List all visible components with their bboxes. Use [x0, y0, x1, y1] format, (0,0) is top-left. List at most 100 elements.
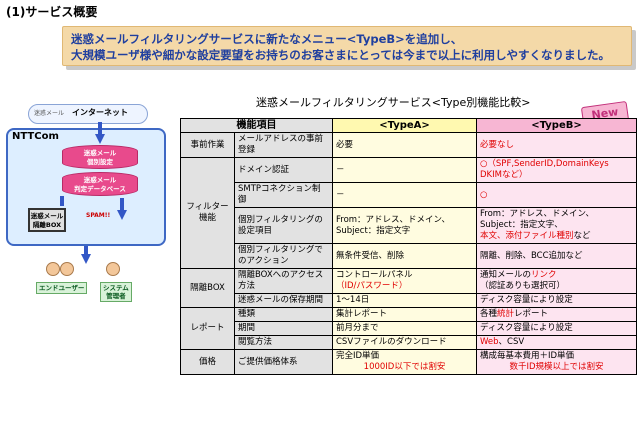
end-user-icon — [60, 262, 74, 276]
item-cell: メールアドレスの事前登録 — [234, 132, 333, 158]
type-a-cell: コントロールパネル （ID/パスワード） — [332, 268, 477, 294]
header-feature: 機能項目 — [180, 118, 333, 133]
table-row: フィルター機能 ドメイン認証 － ○（SPF,SenderID,DomainKe… — [180, 157, 637, 269]
arrow-down-icon — [117, 210, 127, 220]
table-row: 事前作業 メールアドレスの事前登録 必要 必要なし — [180, 132, 637, 158]
table-row: 期間 前月分まで ディスク容量により設定 — [181, 321, 637, 336]
cell-line: From：アドレス、ドメイン、 — [480, 209, 595, 219]
end-user-icon — [46, 262, 60, 276]
cell-line: ○（SPF,SenderID,DomainKeys — [480, 159, 609, 169]
item-cell: ドメイン認証 — [234, 157, 333, 183]
highlight-text: Web — [480, 337, 499, 347]
item-cell: 種類 — [234, 307, 333, 322]
item-cell: 個別フィルタリングの設定項目 — [234, 207, 333, 244]
type-b-cell: ○（SPF,SenderID,DomainKeys DKIMなど） — [476, 157, 637, 183]
highlight-text: 統計 — [497, 309, 515, 319]
section-title: (1)サービス概要 — [6, 5, 98, 19]
cell-line: 通知メールのリンク — [480, 270, 633, 281]
item-cell: ご提供価格体系 — [234, 349, 333, 375]
type-a-cell: 完全ID単価 1000ID以下では割安 — [332, 349, 477, 375]
item-cell: 個別フィルタリングでのアクション — [234, 243, 333, 269]
header-type-a: <TypeA> — [332, 118, 477, 133]
ntt-label: NTTCom — [12, 131, 59, 142]
table-row: レポート 種類 集計レポート 各種統計レポート — [180, 307, 637, 350]
category-filter: フィルター機能 — [180, 157, 235, 269]
type-b-cell: ディスク容量により設定 — [476, 321, 637, 336]
comparison-table: 機能項目 <TypeA> <TypeB> 事前作業 メールアドレスの事前登録 必… — [180, 118, 637, 375]
type-b-cell: Web、CSV — [476, 335, 637, 350]
cell-line: 構成毎基本費用＋ID単価 — [480, 351, 575, 361]
cylinder-label: 迷惑メール — [83, 176, 117, 184]
type-b-cell: 通知メールのリンク （認証ありも選択可） — [476, 268, 637, 294]
admin-label: システム 管理者 — [100, 282, 132, 302]
cell-text: レポート — [514, 309, 549, 319]
type-a-cell: 無条件受信、削除 — [332, 243, 477, 269]
judgement-db-cylinder: 迷惑メール 判定データベース — [62, 172, 138, 196]
type-b-cell: ○ — [476, 182, 637, 208]
isolation-box: 迷惑メール 隔離BOX — [28, 208, 66, 232]
table-row: 個別フィルタリングでのアクション 無条件受信、削除 隔離、削除、BCC追加など — [181, 243, 637, 269]
type-b-cell: ディスク容量により設定 — [476, 293, 637, 308]
cell-text: 通知メールの — [480, 270, 532, 280]
table-row: 迷惑メールの保存期間 1～14日 ディスク容量により設定 — [181, 293, 637, 308]
highlight-text: リンク — [531, 270, 557, 280]
arrow-shaft — [84, 246, 88, 256]
end-user-label: エンドユーザー — [36, 282, 88, 294]
table-title: 迷惑メールフィルタリングサービス<Type別機能比較> — [256, 96, 531, 109]
type-b-cell: 各種統計レポート — [476, 307, 637, 322]
type-a-cell: From：アドレス、ドメイン、Subject：指定文字 — [332, 207, 477, 244]
banner-line-1: 迷惑メールフィルタリングサービスに新たなメニュー<TypeB>を追加し、 — [71, 32, 463, 46]
table-row: SMTPコネクション制御 － ○ — [181, 182, 637, 208]
category-pre: 事前作業 — [180, 132, 235, 158]
table-header-row: 機能項目 <TypeA> <TypeB> — [180, 118, 637, 133]
banner-line-2: 大規模ユーザ様や細かな設定要望をお持ちのお客さまにとっては今まで以上に利用しやす… — [71, 48, 610, 62]
category-isolation: 隔離BOX — [180, 268, 235, 308]
cell-line: 本文、添付ファイル種別など — [480, 231, 633, 242]
table-row: 隔離BOX 隔離BOXへのアクセス方法 コントロールパネル （ID/パスワード）… — [180, 268, 637, 308]
item-cell: SMTPコネクション制御 — [234, 182, 333, 208]
internet-label: インターネット — [72, 108, 128, 117]
cell-line: DKIMなど） — [480, 170, 528, 180]
type-a-cell: CSVファイルのダウンロード — [332, 335, 477, 350]
table-row: 価格 ご提供価格体系 完全ID単価 1000ID以下では割安 構成毎基本費用＋I… — [180, 349, 637, 375]
isolation-box-label: 隔離BOX — [32, 221, 62, 229]
category-price: 価格 — [180, 349, 235, 375]
type-b-cell: From：アドレス、ドメイン、 Subject：指定文字、 本文、添付ファイル種… — [476, 207, 637, 244]
arrow-shaft — [98, 122, 102, 136]
cell-line: コントロールパネル — [336, 270, 413, 280]
type-a-cell: 1～14日 — [332, 293, 477, 308]
internet-cloud — [28, 104, 148, 124]
cell-line: 数千ID規模以上では割安 — [509, 362, 604, 372]
cell-text: 各種 — [480, 309, 498, 319]
category-report: レポート — [180, 307, 235, 350]
spam-label: SPAM!! — [86, 212, 111, 219]
table-row: 個別フィルタリングの設定項目 From：アドレス、ドメイン、Subject：指定… — [181, 207, 637, 244]
type-a-cell: － — [332, 157, 477, 183]
summary-banner: 迷惑メールフィルタリングサービスに新たなメニュー<TypeB>を追加し、 大規模… — [62, 26, 632, 66]
isolation-box-label: 迷惑メール — [30, 212, 64, 220]
item-cell: 迷惑メールの保存期間 — [234, 293, 333, 308]
cell-line: 1000ID以下では割安 — [363, 362, 446, 372]
cell-text: 、CSV — [498, 337, 525, 347]
cylinder-label: 個別設定 — [87, 158, 113, 166]
item-cell: 閲覧方法 — [234, 335, 333, 350]
admin-label-line: 管理者 — [106, 292, 126, 300]
network-diagram: 迷惑メール インターネット NTTCom 迷惑メール 個別設定 迷惑メール 判定… — [0, 100, 180, 330]
arrow-shaft — [120, 198, 124, 212]
header-type-b: <TypeB> — [476, 118, 637, 133]
table-row: 閲覧方法 CSVファイルのダウンロード Web、CSV — [181, 335, 637, 350]
admin-icon — [106, 262, 120, 276]
cell-line: Subject：指定文字、 — [480, 220, 563, 230]
individual-settings-cylinder: 迷惑メール 個別設定 — [62, 145, 138, 169]
item-cell: 期間 — [234, 321, 333, 336]
item-cell: 隔離BOXへのアクセス方法 — [234, 268, 333, 294]
type-b-cell: 隔離、削除、BCC追加など — [476, 243, 637, 269]
arrow-down-icon — [95, 134, 105, 144]
admin-label-line: システム — [103, 284, 129, 292]
type-a-cell: 必要 — [332, 132, 477, 158]
cell-text: など — [573, 231, 591, 241]
type-a-cell: － — [332, 182, 477, 208]
type-b-cell: 必要なし — [476, 132, 637, 158]
users-group: エンドユーザー システム 管理者 — [36, 262, 146, 302]
arrow-down-icon — [81, 254, 91, 264]
